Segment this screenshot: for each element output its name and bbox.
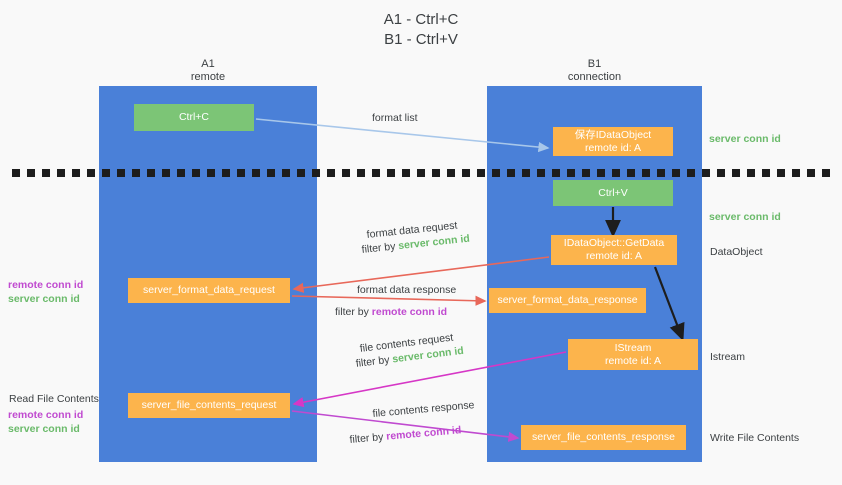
page-title: A1 - Ctrl+C B1 - Ctrl+V	[383, 11, 459, 48]
label-server-conn-id-upper: server conn id	[8, 293, 80, 305]
flow-label-format-data-response: format data response	[357, 284, 457, 296]
label-write-file-contents: Write File Contents	[710, 432, 800, 444]
label-conn-ids-upper: remote conn id server conn id	[8, 278, 83, 306]
lane-header-b1: B1 connection	[567, 58, 622, 83]
box-istream[interactable]: IStream remote id: A	[568, 339, 698, 370]
box-server-format-data-response[interactable]: server_format_data_response	[489, 288, 646, 313]
filter-prefix-fcreq: filter by	[355, 353, 391, 370]
label-server-conn-id-lower: server conn id	[8, 423, 80, 435]
box-server-file-contents-request[interactable]: server_file_contents_request	[128, 393, 290, 418]
label-data-object: DataObject	[710, 246, 763, 258]
filter-prefix-fcres: filter by	[349, 431, 384, 446]
flow-label-format-list: format list	[372, 112, 418, 124]
label-istream: Istream	[710, 351, 746, 363]
lane-header-a1: A1 remote	[190, 58, 226, 83]
filter-prefix-fdreq: filter by	[361, 240, 397, 256]
label-conn-ids-lower: remote conn id server conn id	[8, 408, 83, 436]
label-server-conn-id-mid: server conn id	[709, 211, 781, 223]
label-remote-conn-id-upper: remote conn id	[8, 279, 84, 291]
box-ctrl-v[interactable]: Ctrl+V	[553, 180, 673, 206]
box-ctrl-c[interactable]: Ctrl+C	[134, 104, 254, 131]
filter-target-fdres: remote conn id	[371, 306, 448, 318]
box-server-format-data-request[interactable]: server_format_data_request	[128, 278, 290, 303]
dashed-divider	[12, 169, 832, 177]
flow-filter-format-data-response: filter by remote conn id	[335, 305, 447, 319]
label-remote-conn-id-lower: remote conn id	[8, 409, 84, 421]
label-server-conn-id-top: server conn id	[709, 133, 781, 145]
box-server-file-contents-response[interactable]: server_file_contents_response	[521, 425, 686, 450]
flow-filter-file-contents-response: filter by remote conn id	[349, 423, 462, 447]
filter-target-fcres: remote conn id	[385, 424, 462, 443]
box-idataobject-getdata[interactable]: IDataObject::GetData remote id: A	[551, 235, 677, 265]
filter-prefix-fdres: filter by	[335, 306, 369, 318]
flow-label-file-contents-response: file contents response	[372, 399, 475, 420]
label-read-file-contents: Read File Contents	[9, 393, 99, 405]
box-save-idataobject[interactable]: 保存IDataObject remote id: A	[553, 127, 673, 156]
